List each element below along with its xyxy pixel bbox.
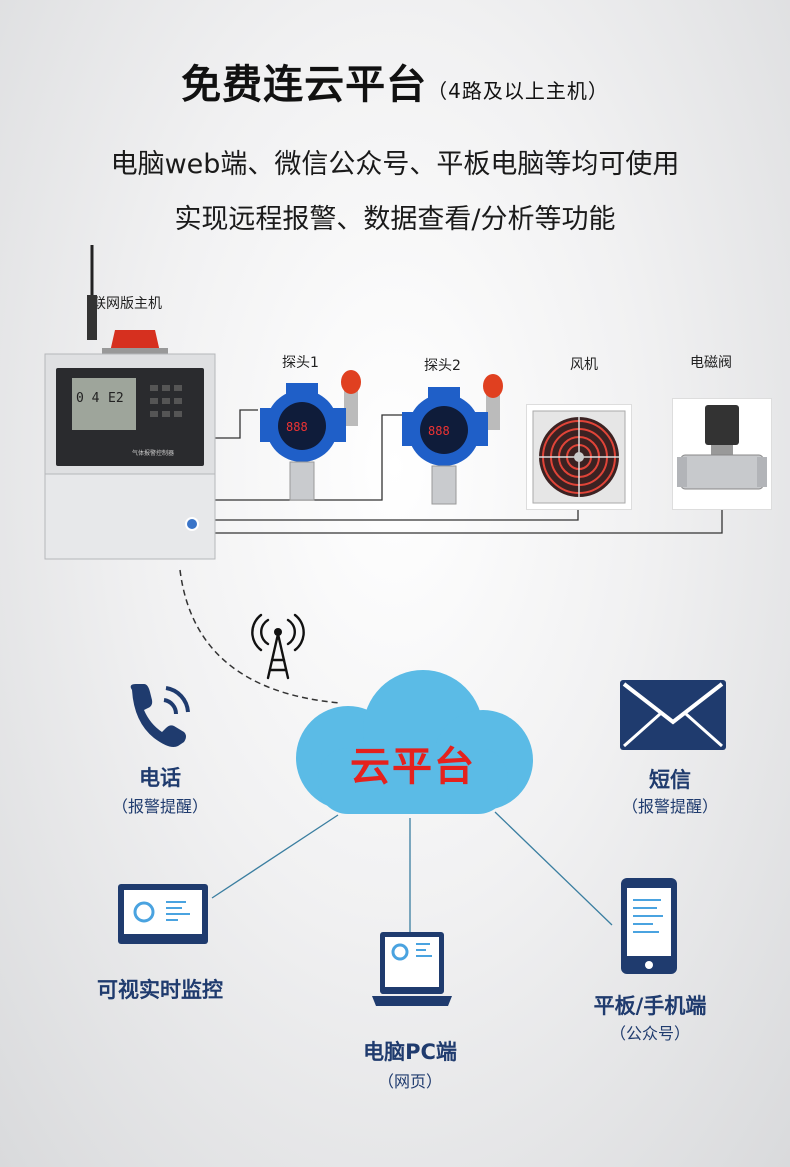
fan-label: 风机 [570, 357, 598, 373]
host-panel-text: 气体报警控制器 [132, 449, 174, 457]
mobile-label: 平板/手机端 [593, 994, 707, 1018]
envelope-icon [620, 680, 726, 750]
valve-image [672, 398, 772, 510]
fan-image [526, 404, 632, 510]
cloud-platform-label: 云平台 [350, 744, 476, 790]
host-label: 联网版主机 [92, 296, 162, 312]
valve-label: 电磁阀 [690, 355, 732, 371]
svg-text:0 4: 0 4 [76, 391, 100, 406]
laptop-icon [372, 932, 452, 1006]
pc-label: 电脑PC端 [363, 1040, 457, 1064]
title-note: （4路及以上主机） [427, 79, 609, 103]
feature-line-1: 电脑web端、微信公众号、平板电脑等均可使用 [110, 149, 680, 180]
tablet-icon [621, 878, 677, 974]
title-main: 免费连云平台 [181, 62, 428, 108]
svg-text:888: 888 [286, 420, 308, 434]
phone-sub: （报警提醒） [111, 797, 208, 816]
host-controller: 0 4 E2 气体报警控制器 [44, 245, 216, 560]
gas-probe-2: 888 [402, 374, 503, 505]
pc-sub: （网页） [377, 1072, 442, 1091]
monitor-label: 可视实时监控 [97, 978, 223, 1002]
sms-label: 短信 [649, 768, 691, 792]
mobile-sub: （公众号） [609, 1024, 690, 1043]
svg-text:E2: E2 [108, 391, 124, 406]
svg-text:888: 888 [428, 424, 450, 438]
feature-line-2: 实现远程报警、数据查看/分析等功能 [174, 204, 616, 235]
phone-label: 电话 [139, 766, 181, 790]
phone-icon [130, 684, 190, 747]
sms-sub: （报警提醒） [621, 797, 718, 816]
gas-probe-1: 888 [260, 370, 361, 501]
monitor-icon [118, 884, 208, 944]
antenna-tower-icon [251, 613, 305, 680]
page-title: 免费连云平台（4路及以上主机） [0, 52, 790, 110]
cloud-icon [296, 670, 533, 814]
probe1-label: 探头1 [282, 355, 319, 371]
probe2-label: 探头2 [424, 358, 461, 374]
